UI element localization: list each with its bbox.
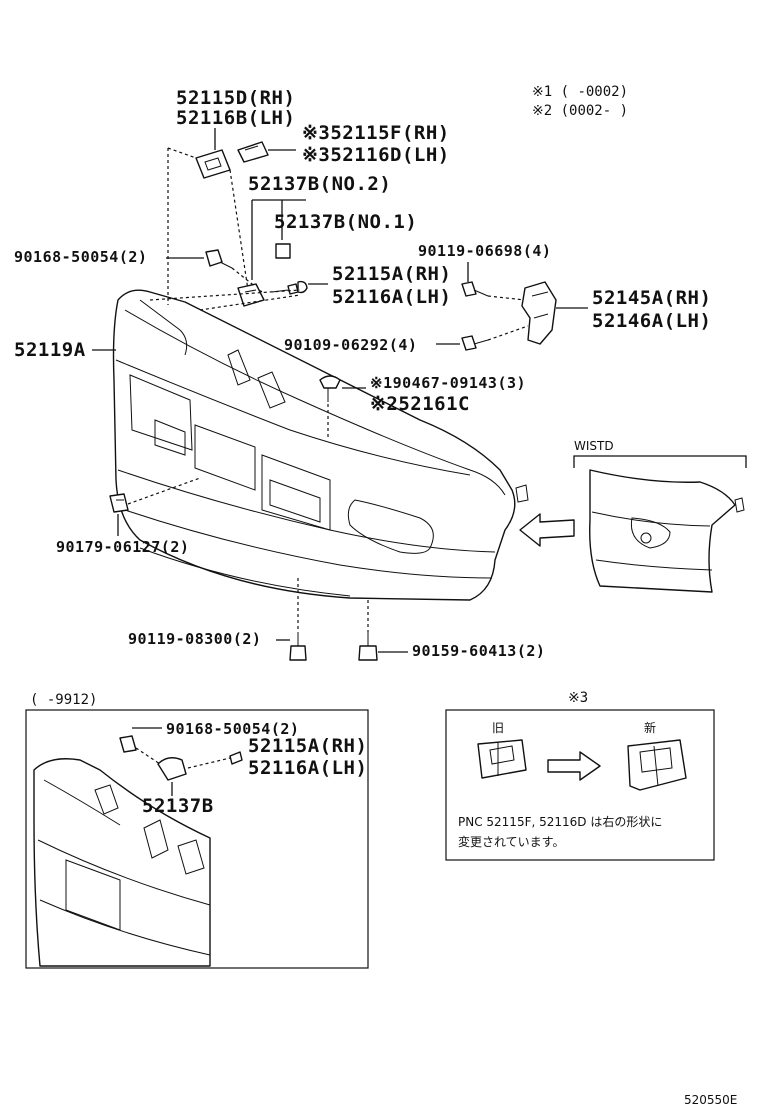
note-1: ※1 ( -0002) — [532, 84, 628, 100]
label-52119a: 52119A — [14, 339, 86, 361]
figure-id: 520550E — [684, 1093, 737, 1107]
inset-range: ( -9912) — [30, 692, 97, 708]
bolt-90168-icon — [205, 249, 233, 269]
label-52146a: 52146A(LH) — [592, 310, 711, 332]
retainer-52115f-icon — [237, 141, 269, 163]
bolt-90119-b-icon — [289, 632, 307, 661]
screw-52116a-icon — [271, 280, 308, 295]
note3-box — [445, 709, 715, 861]
label-52115d: 52115D(RH) — [176, 87, 295, 109]
label-52116b: 52116B(LH) — [176, 107, 295, 129]
note3-new-label: 新 — [644, 720, 656, 735]
label-90179: 90179-06127(2) — [56, 538, 189, 556]
clip-190467-icon — [319, 375, 341, 402]
label-90168: 90168-50054(2) — [14, 248, 147, 266]
retainer-52115d-icon — [195, 149, 231, 179]
inset-bumper-icon — [33, 758, 211, 967]
label-52116a: 52116A(LH) — [332, 286, 451, 308]
bumper-cover-icon — [112, 289, 529, 601]
clip-90179-icon — [109, 493, 129, 513]
old-retainer-icon — [477, 739, 527, 779]
inset-label-52115a: 52115A(RH) — [248, 735, 367, 757]
inset-box — [25, 709, 369, 969]
inset-label-52116a: 52116A(LH) — [248, 757, 367, 779]
change-arrow-icon — [547, 751, 601, 781]
bolt-90119-a-icon — [461, 281, 489, 297]
bumper-wistd-icon — [589, 469, 745, 593]
label-190467: ※190467-09143(3) — [370, 374, 526, 392]
inset-bolt-icon — [119, 735, 161, 765]
bolt-90109-icon — [461, 335, 489, 351]
label-90119-a: 90119-06698(4) — [418, 242, 551, 260]
label-52115f: ※352115F(RH) — [302, 122, 450, 144]
label-52161c: ※252161C — [370, 393, 470, 415]
new-retainer-icon — [627, 739, 687, 791]
inset-retainer-icon — [157, 751, 243, 781]
label-52145a: 52145A(RH) — [592, 287, 711, 309]
label-52137b-2: 52137B(NO.2) — [248, 173, 391, 195]
bolt-90159-icon — [358, 632, 378, 661]
note3-text-1: PNC 52115F, 52116D は右の形状に — [458, 814, 662, 829]
note3-text-2: 変更されています。 — [458, 834, 564, 849]
retainer-52115a-icon — [237, 283, 265, 307]
bracket-52145a-icon — [521, 281, 557, 345]
inset-label-52137b: 52137B — [142, 795, 214, 817]
label-90159: 90159-60413(2) — [412, 642, 545, 660]
label-52137b-1: 52137B(NO.1) — [274, 211, 417, 233]
wistd-label: WISTD — [574, 439, 614, 453]
label-52116d: ※352116D(LH) — [302, 144, 450, 166]
label-90119-b: 90119-08300(2) — [128, 630, 261, 648]
label-90109: 90109-06292(4) — [284, 336, 417, 354]
note3-marker: ※3 — [568, 690, 588, 706]
note3-old-label: 旧 — [492, 721, 504, 735]
arrow-icon — [519, 513, 575, 547]
clip-52137b-1-icon — [275, 243, 291, 259]
note-2: ※2 (0002- ) — [532, 103, 628, 119]
inset-label-90168: 90168-50054(2) — [166, 720, 299, 738]
label-52115a: 52115A(RH) — [332, 263, 451, 285]
